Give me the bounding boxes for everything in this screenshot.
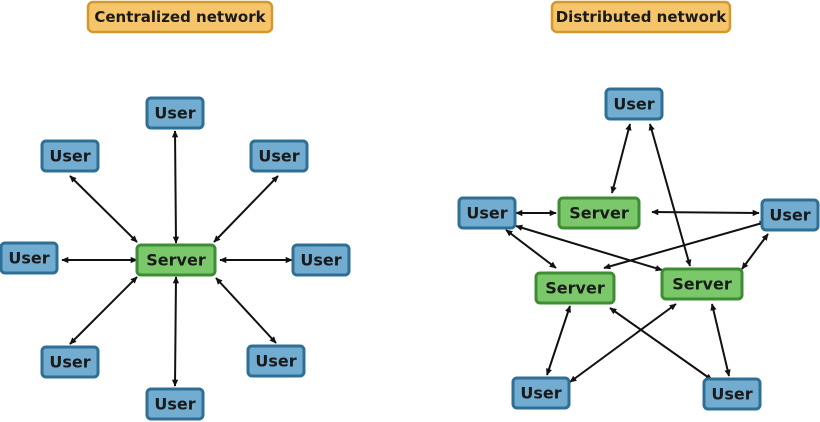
user-label: User	[520, 384, 561, 403]
centralized-arrow-user-lower-left	[69, 276, 138, 345]
user-label: User	[154, 395, 195, 414]
distributed-title-box	[550, 0, 732, 34]
user-box	[457, 196, 517, 230]
user-label: User	[258, 147, 299, 166]
centralized-title-box	[86, 0, 274, 34]
user-label: User	[711, 385, 752, 404]
centralized-arrow-user-top	[171, 130, 180, 244]
centralized-server-node: Server	[135, 243, 217, 277]
centralized-title-text: Centralized network	[94, 8, 266, 26]
distributed-user-bottom-left-node: User	[511, 376, 571, 410]
user-box	[249, 139, 309, 173]
server-label: Server	[672, 275, 732, 294]
distributed-title-text: Distributed network	[556, 8, 728, 26]
user-box	[511, 376, 571, 410]
arrow-layer	[61, 123, 769, 387]
user-label: User	[255, 352, 296, 371]
centralized-user-upper-right-node: User	[249, 139, 309, 173]
distributed-arrow-server-bottom-right-to-user-right	[741, 233, 769, 270]
user-box	[40, 139, 100, 173]
server-box	[557, 196, 641, 230]
server-box	[534, 271, 616, 305]
user-label: User	[8, 249, 49, 268]
user-label: User	[154, 104, 195, 123]
user-box	[760, 198, 820, 232]
centralized-title: Centralized network	[86, 0, 274, 34]
centralized-arrow-user-upper-left	[69, 175, 138, 243]
user-box	[0, 241, 59, 275]
centralized-user-right-node: User	[291, 243, 351, 277]
centralized-arrow-user-lower-right	[215, 277, 277, 344]
user-label: User	[466, 204, 507, 223]
server-label: Server	[146, 251, 206, 270]
distributed-title: Distributed network	[550, 0, 732, 34]
centralized-user-lower-right-node: User	[246, 344, 306, 378]
centralized-user-upper-left-node: User	[40, 139, 100, 173]
user-label: User	[613, 95, 654, 114]
user-box	[291, 243, 351, 277]
distributed-arrow-server-bottom-left-to-user-right	[603, 220, 767, 270]
server-label: Server	[569, 204, 629, 223]
user-label: User	[300, 251, 341, 270]
distributed-arrow-server-bottom-left-to-user-bottom-left	[546, 305, 571, 376]
user-box	[145, 387, 205, 421]
distributed-user-top-node: User	[604, 87, 664, 121]
distributed-user-bottom-right-node: User	[702, 377, 762, 411]
centralized-arrow-user-bottom	[171, 276, 180, 387]
centralized-user-bottom-node: User	[145, 387, 205, 421]
user-box	[145, 96, 205, 130]
user-label: User	[49, 353, 90, 372]
server-box	[135, 243, 217, 277]
distributed-user-right-node: User	[760, 198, 820, 232]
user-box	[702, 377, 762, 411]
centralized-user-top-node: User	[145, 96, 205, 130]
centralized-user-lower-left-node: User	[40, 345, 100, 379]
user-box	[246, 344, 306, 378]
distributed-arrow-server-bottom-right-to-user-bottom-right	[710, 303, 731, 377]
distributed-server-bottom-left-node: Server	[534, 271, 616, 305]
distributed-server-left-node: Server	[557, 196, 641, 230]
centralized-arrow-user-upper-right	[213, 175, 279, 243]
user-label: User	[769, 206, 810, 225]
centralized-user-left-node: User	[0, 241, 59, 275]
distributed-user-left-node: User	[457, 196, 517, 230]
distributed-arrow-server-bottom-left-to-user-bottom-right	[609, 307, 713, 381]
server-label: Server	[545, 279, 605, 298]
server-box	[660, 267, 744, 301]
distributed-arrow-server-left-to-user-right	[651, 208, 760, 217]
user-box	[604, 87, 664, 121]
distributed-arrow-user-top-to-server-left	[610, 123, 632, 194]
user-box	[40, 345, 100, 379]
distributed-arrow-user-left-to-server-bottom-right	[515, 224, 663, 272]
distributed-server-bottom-right-node: Server	[660, 267, 744, 301]
user-label: User	[49, 147, 90, 166]
